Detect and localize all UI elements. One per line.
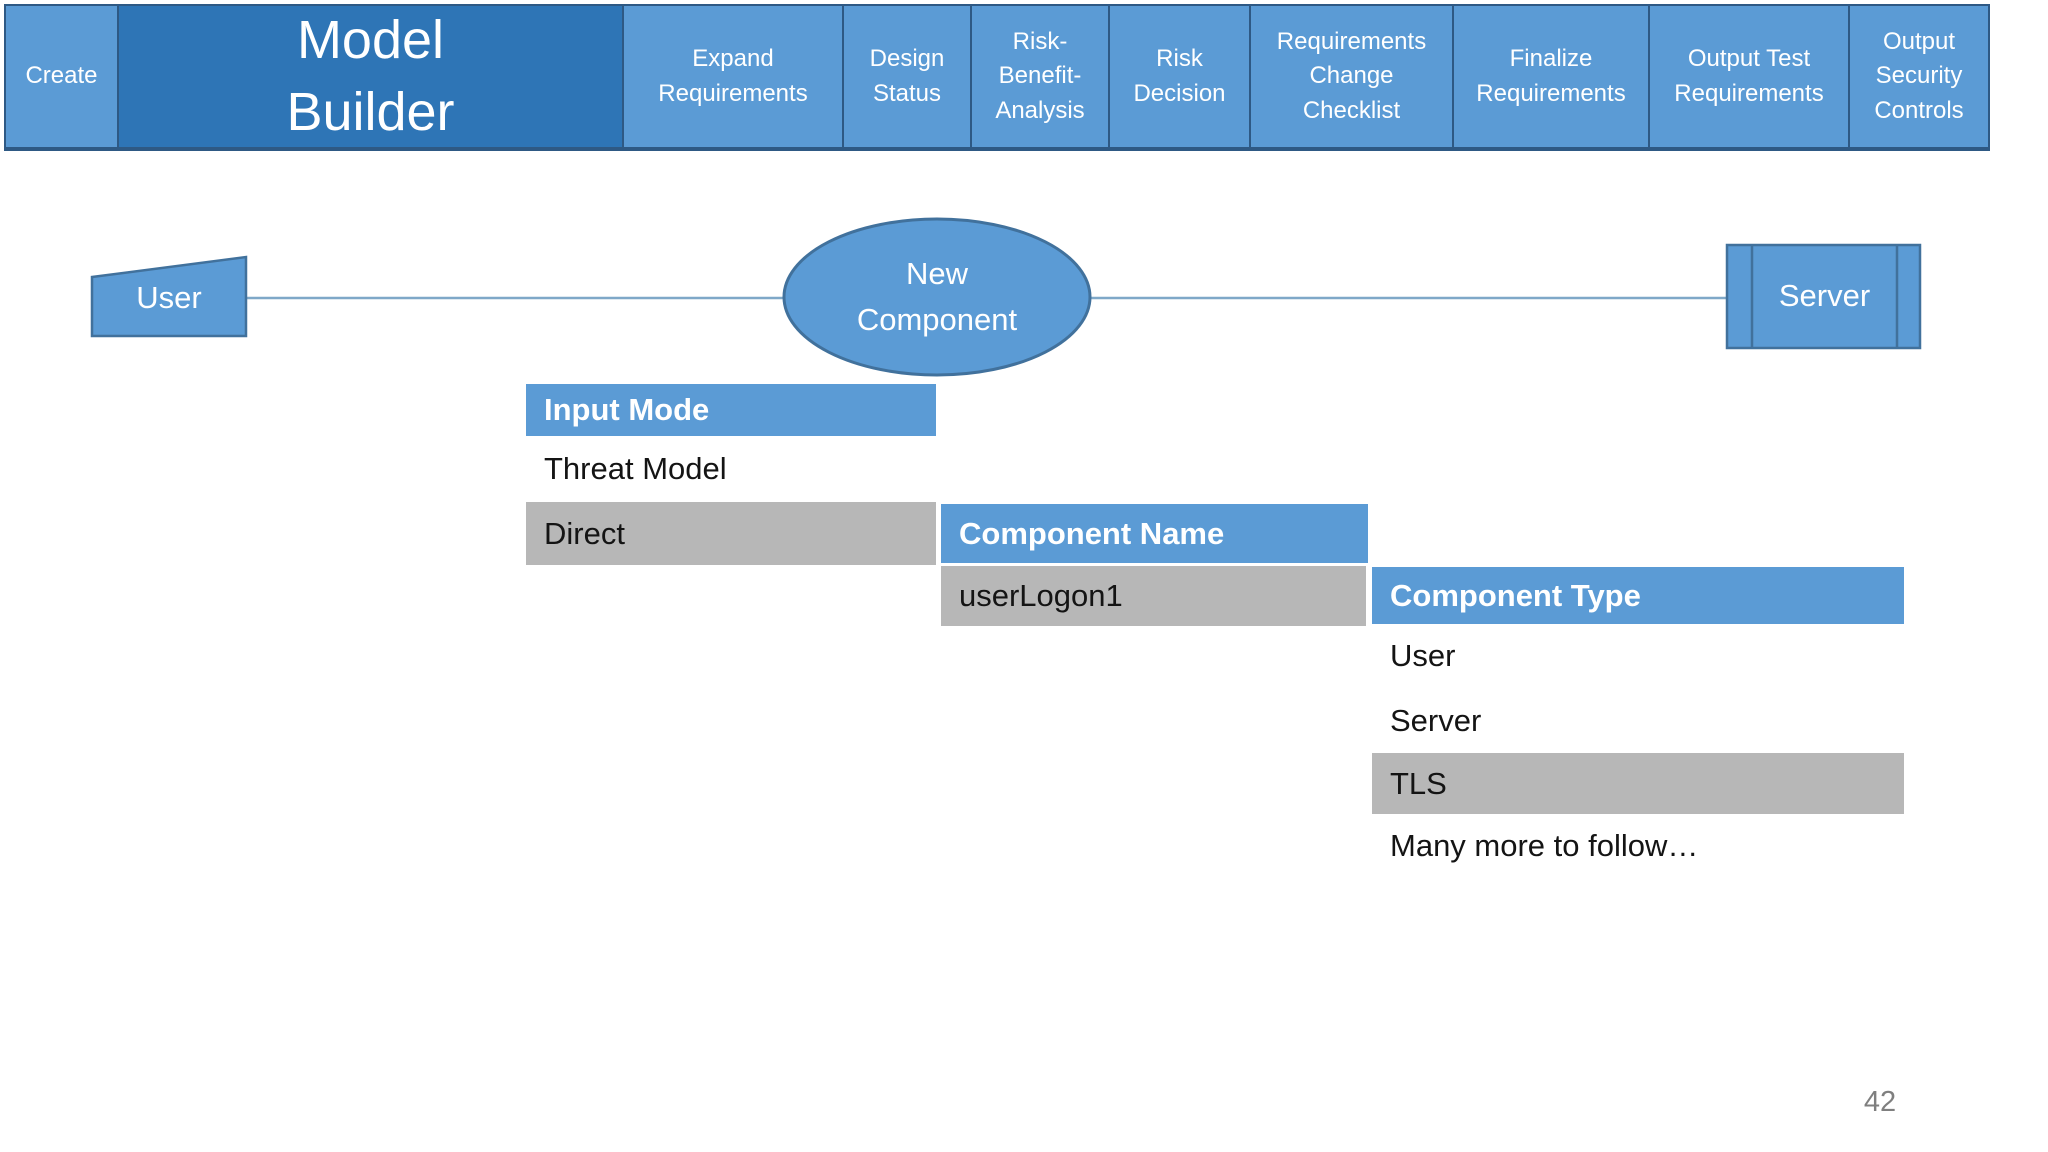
component-type-option-server[interactable]: Server [1390, 702, 1482, 738]
new-component-node-shape[interactable] [782, 217, 1092, 377]
server-node-shape[interactable] [1725, 243, 1922, 350]
tab-model-builder[interactable]: Model Builder [117, 4, 624, 151]
input-mode-option-direct[interactable]: Direct [526, 502, 936, 565]
component-type-option-many-more[interactable]: Many more to follow… [1390, 828, 1699, 863]
tab-risk-decision[interactable]: Risk Decision [1108, 4, 1251, 151]
input-mode-option-threat-model[interactable]: Threat Model [544, 451, 727, 486]
tab-requirements-change-checklist[interactable]: Requirements Change Checklist [1249, 4, 1454, 151]
component-type-option-user[interactable]: User [1390, 638, 1456, 673]
user-node-shape[interactable] [90, 255, 248, 338]
tab-risk-benefit-analysis[interactable]: Risk- Benefit- Analysis [970, 4, 1110, 151]
component-type-menu-header: Component Type [1372, 567, 1904, 624]
tab-output-test-requirements[interactable]: Output Test Requirements [1648, 4, 1850, 151]
tab-finalize-requirements[interactable]: Finalize Requirements [1452, 4, 1650, 151]
tab-output-security-controls[interactable]: Output Security Controls [1848, 4, 1990, 151]
input-mode-menu-header: Input Mode [526, 384, 936, 436]
page-number: 42 [1863, 1085, 1897, 1118]
tab-create[interactable]: Create [4, 4, 119, 151]
tab-design-status[interactable]: Design Status [842, 4, 972, 151]
component-type-option-tls[interactable]: TLS [1372, 753, 1904, 814]
component-name-menu-header: Component Name [941, 504, 1368, 563]
component-name-option-userlogon1[interactable]: userLogon1 [941, 566, 1366, 626]
tab-expand-requirements[interactable]: Expand Requirements [622, 4, 844, 151]
